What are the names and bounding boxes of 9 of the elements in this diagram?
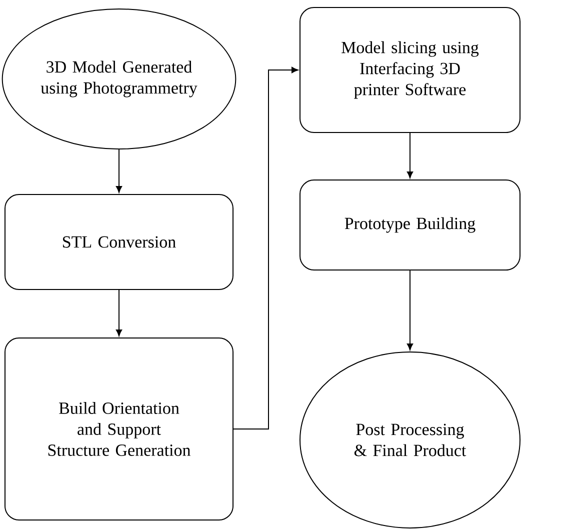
arrow — [406, 132, 414, 178]
process-box: Build Orientation and Support Structure Generation — [4, 337, 234, 520]
process-box: Prototype Building — [300, 180, 520, 270]
arrow — [406, 270, 414, 350]
arrow — [116, 149, 122, 193]
arrow — [233, 66, 298, 430]
arrow — [116, 290, 122, 336]
process-box: Model slicing using Interfacing 3D printer Software — [300, 7, 520, 133]
process-box: STL Conversion — [4, 194, 234, 290]
